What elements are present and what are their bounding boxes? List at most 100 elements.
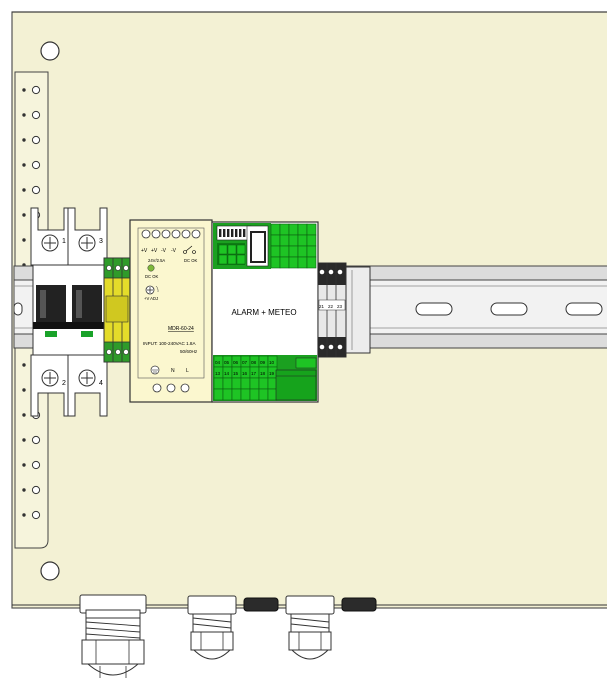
terminal-number-21: 21 <box>319 304 325 309</box>
psu-label-v4: -V <box>171 248 177 254</box>
terminal-number-22: 22 <box>328 304 334 309</box>
module-terminal <box>227 254 237 265</box>
strip-dot <box>22 238 26 242</box>
strip-hole <box>31 460 41 470</box>
module-terminal <box>279 234 290 247</box>
module-terminal <box>231 388 242 401</box>
dip-switch[interactable] <box>243 229 246 237</box>
strip-hole <box>31 185 41 195</box>
module-terminal <box>297 245 308 258</box>
rail-slot <box>490 302 528 316</box>
breaker-status-indicator <box>81 331 93 337</box>
dip-switch[interactable] <box>235 229 238 237</box>
psu-label-n: N <box>171 368 175 374</box>
module-terminal-number: 09 <box>260 360 266 365</box>
terminal-number-23: 23 <box>337 304 343 309</box>
cable-gland-large <box>79 594 147 678</box>
rail-slot <box>13 302 23 316</box>
module-terminal-number: 15 <box>233 371 239 376</box>
rail-slot <box>415 302 453 316</box>
dip-switch[interactable] <box>223 229 226 237</box>
dip-switch[interactable] <box>227 229 230 237</box>
psu-label-v1: +V <box>141 248 148 254</box>
psu-label-v3: -V <box>161 248 167 254</box>
strip-hole <box>31 85 41 95</box>
strip-dot <box>22 213 26 217</box>
module-terminal-number: 07 <box>242 360 248 365</box>
module-terminal <box>249 377 260 390</box>
mounting-hole-bottom <box>40 561 60 581</box>
module-terminal <box>306 256 317 269</box>
module-terminal <box>306 223 317 236</box>
strip-hole <box>31 435 41 445</box>
breaker-terminal-3: 3 <box>99 238 103 245</box>
cable-gland-medium-1 <box>187 595 237 660</box>
dip-switch[interactable] <box>219 229 222 237</box>
strip-dot <box>22 438 26 442</box>
psu-label-l: L <box>186 368 189 374</box>
strip-dot <box>22 388 26 392</box>
power-supply-mdr-60-24: +V +V -V -V 24V/2.5A DC OK DC OK +V ADJ … <box>129 219 213 403</box>
breaker-status-indicator <box>45 331 57 337</box>
module-terminal <box>231 377 242 390</box>
module-terminal <box>270 223 281 236</box>
module-terminal <box>240 377 251 390</box>
strip-hole <box>31 485 41 495</box>
strip-dot <box>22 138 26 142</box>
module-terminal-number: 17 <box>251 371 257 376</box>
breaker-terminal-1: 1 <box>62 238 66 245</box>
module-terminal-number: 05 <box>224 360 230 365</box>
breaker-terminal-4: 4 <box>99 380 103 387</box>
breaker-toggle[interactable] <box>33 322 105 329</box>
circuit-breaker: 1 3 2 4 <box>30 207 108 417</box>
psu-label-v2: +V <box>151 248 158 254</box>
module-terminal <box>227 244 237 255</box>
module-terminal <box>279 223 290 236</box>
module-terminal-number: 10 <box>269 360 275 365</box>
module-terminal <box>213 388 224 401</box>
psu-dc-ok-contact: DC OK <box>184 258 197 263</box>
module-terminal <box>288 223 299 236</box>
signal-terminal-blocks: 21 22 23 <box>317 262 371 358</box>
module-label: ALARM + METEO <box>231 308 296 317</box>
psu-input-rating: INPUT: 100-240VAC 1.8A <box>143 341 196 346</box>
strip-hole <box>31 510 41 520</box>
psu-top-terminals <box>141 229 201 239</box>
ground-terminal-blocks <box>103 257 131 363</box>
strip-hole <box>31 110 41 120</box>
module-terminal <box>297 256 308 269</box>
module-terminal <box>222 377 233 390</box>
strip-dot <box>22 88 26 92</box>
module-terminal <box>218 244 228 255</box>
breaker-terminal-2: 2 <box>62 380 66 387</box>
dc-ok-led <box>147 264 155 272</box>
strip-dot <box>22 513 26 517</box>
rail-slot <box>565 302 603 316</box>
strip-dot <box>22 188 26 192</box>
psu-dc-ok-led-label: DC OK <box>145 274 158 279</box>
module-terminal <box>270 245 281 258</box>
module-terminal <box>218 254 228 265</box>
module-terminal-number: 16 <box>242 371 248 376</box>
module-terminal-number: 18 <box>260 371 266 376</box>
module-terminal <box>258 388 269 401</box>
dip-switch[interactable] <box>239 229 242 237</box>
module-terminal <box>236 254 246 265</box>
dip-switch[interactable] <box>231 229 234 237</box>
module-terminal <box>267 388 278 401</box>
strip-dot <box>22 113 26 117</box>
module-terminal <box>213 377 224 390</box>
module-terminal <box>222 388 233 401</box>
strip-dot <box>22 163 26 167</box>
strip-dot <box>22 413 26 417</box>
module-terminal <box>267 377 278 390</box>
module-terminal <box>249 388 260 401</box>
psu-adj-label: +V ADJ <box>144 296 158 301</box>
psu-model: MDR-60-24 <box>168 326 194 332</box>
module-terminal <box>270 256 281 269</box>
module-terminal <box>306 245 317 258</box>
strip-dot <box>22 488 26 492</box>
module-terminal <box>279 256 290 269</box>
strip-hole <box>31 135 41 145</box>
